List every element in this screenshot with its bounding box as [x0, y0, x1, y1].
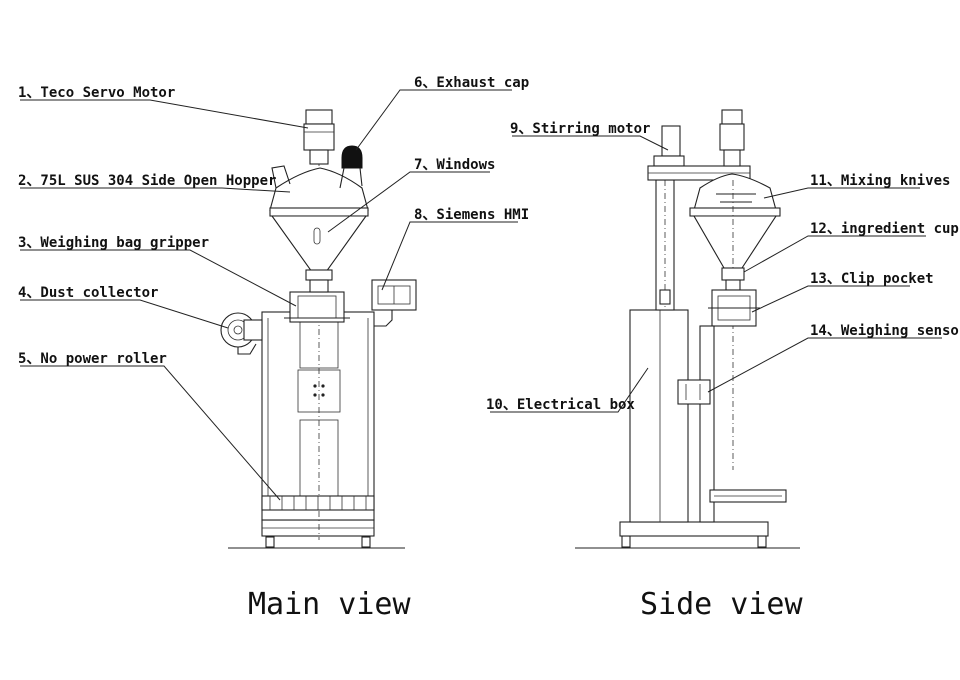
label-hopper: 2、75L SUS 304 Side Open Hopper — [18, 173, 276, 189]
no-power-roller — [261, 495, 375, 511]
leader-lines — [20, 89, 942, 501]
label-exhaust-cap: 6、Exhaust cap — [414, 75, 529, 91]
label-ingredient-cup: 12、ingredient cup — [810, 221, 959, 237]
label-bag-gripper: 3、Weighing bag gripper — [18, 235, 209, 251]
label-clip-pocket: 13、Clip pocket — [810, 271, 934, 287]
main-view-title: Main view — [248, 587, 411, 622]
dust-collector — [220, 312, 263, 355]
callout-labels: 1、Teco Servo Motor 2、75L SUS 304 Side Op… — [18, 75, 960, 413]
clip-pocket — [708, 289, 760, 327]
label-electrical-box: 10、Electrical box — [486, 397, 635, 413]
main-view-drawing — [220, 109, 417, 549]
mixing-knives — [716, 193, 756, 203]
electrical-box — [629, 309, 689, 523]
side-view-title: Side view — [640, 587, 803, 622]
weighing-sensors — [677, 379, 711, 405]
label-dust-collector: 4、Dust collector — [18, 285, 158, 301]
side-open-hopper — [269, 165, 369, 293]
label-stirring-motor: 9、Stirring motor — [510, 121, 650, 137]
teco-servo-motor — [303, 109, 335, 165]
label-mixing-knives: 11、Mixing knives — [810, 173, 950, 189]
label-servo-motor: 1、Teco Servo Motor — [18, 85, 175, 101]
siemens-hmi — [371, 279, 417, 327]
exhaust-cap — [339, 145, 363, 189]
label-windows: 7、Windows — [414, 157, 495, 173]
label-hmi: 8、Siemens HMI — [414, 207, 529, 223]
label-weighing-sensors: 14、Weighing sensors — [810, 323, 960, 339]
label-roller: 5、No power roller — [18, 351, 167, 367]
side-hopper — [689, 173, 781, 470]
side-view-drawing — [575, 109, 800, 549]
main-cabinet — [261, 160, 375, 540]
